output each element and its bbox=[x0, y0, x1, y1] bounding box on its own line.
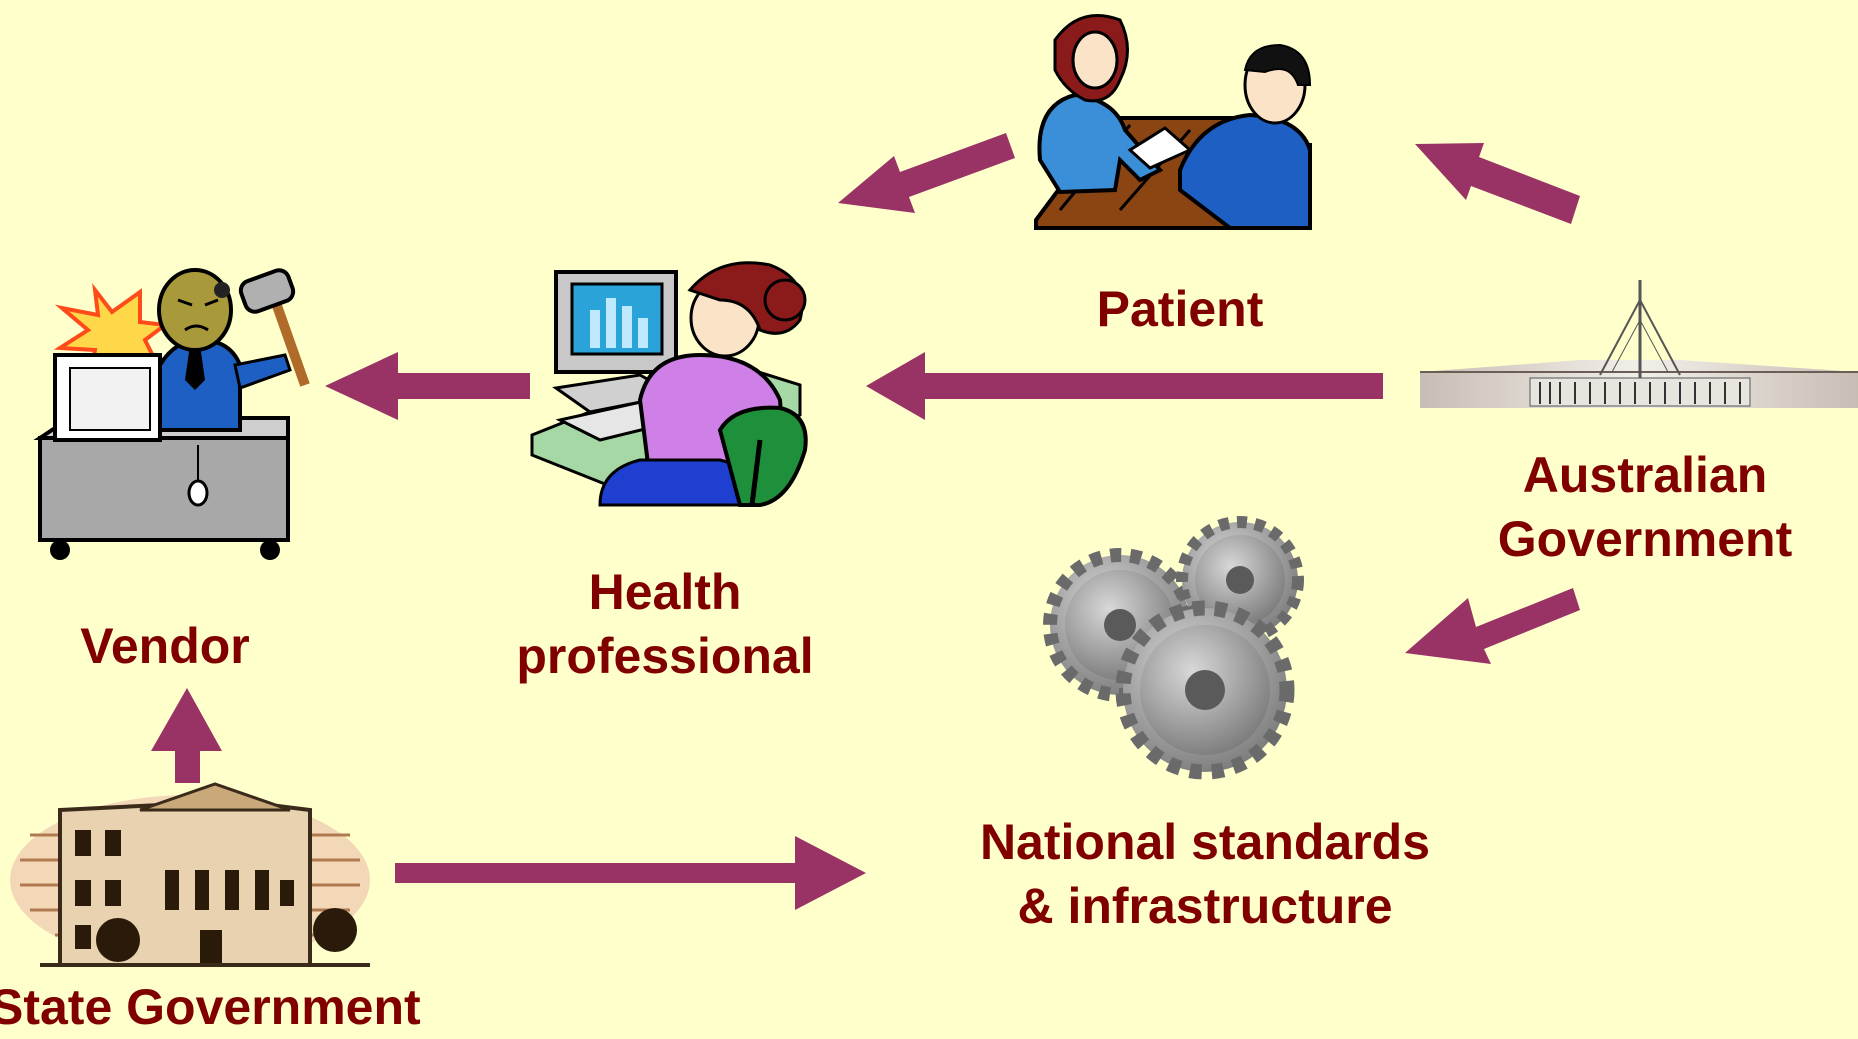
australian-government-label: Australian Government bbox=[1455, 443, 1835, 571]
arrow-state-govt-to-vendor bbox=[151, 688, 222, 783]
arrow-health-professional-to-vendor bbox=[325, 352, 530, 420]
state-government-clipart bbox=[10, 782, 370, 967]
australian-government-label-line2: Government bbox=[1497, 511, 1793, 567]
vendor-clipart bbox=[33, 268, 310, 560]
health-professional-label: Health professional bbox=[450, 560, 880, 688]
arrow-govt-to-patient bbox=[1415, 143, 1580, 224]
vendor-label: Vendor bbox=[80, 618, 250, 674]
arrow-govt-to-health-professional bbox=[866, 352, 1383, 420]
australian-government-label-line1: Australian bbox=[1522, 447, 1768, 503]
australian-government-clipart bbox=[1420, 280, 1858, 408]
health-professional-clipart bbox=[530, 261, 808, 507]
national-standards-gears-clipart bbox=[1043, 516, 1304, 780]
arrow-govt-to-national-standards bbox=[1405, 588, 1580, 664]
national-standards-label: National standards & infrastructure bbox=[940, 810, 1470, 938]
patient-clipart bbox=[1034, 14, 1312, 230]
patient-label: Patient bbox=[1096, 281, 1264, 337]
arrow-patient-to-health-professional bbox=[838, 133, 1015, 213]
health-professional-label-line2: professional bbox=[516, 628, 814, 684]
national-standards-label-line2: & infrastructure bbox=[1017, 878, 1393, 934]
arrow-state-govt-to-national-standards bbox=[395, 836, 866, 910]
state-government-label: State Government bbox=[0, 979, 421, 1035]
health-professional-label-line1: Health bbox=[588, 564, 742, 620]
national-standards-label-line1: National standards bbox=[979, 814, 1431, 870]
